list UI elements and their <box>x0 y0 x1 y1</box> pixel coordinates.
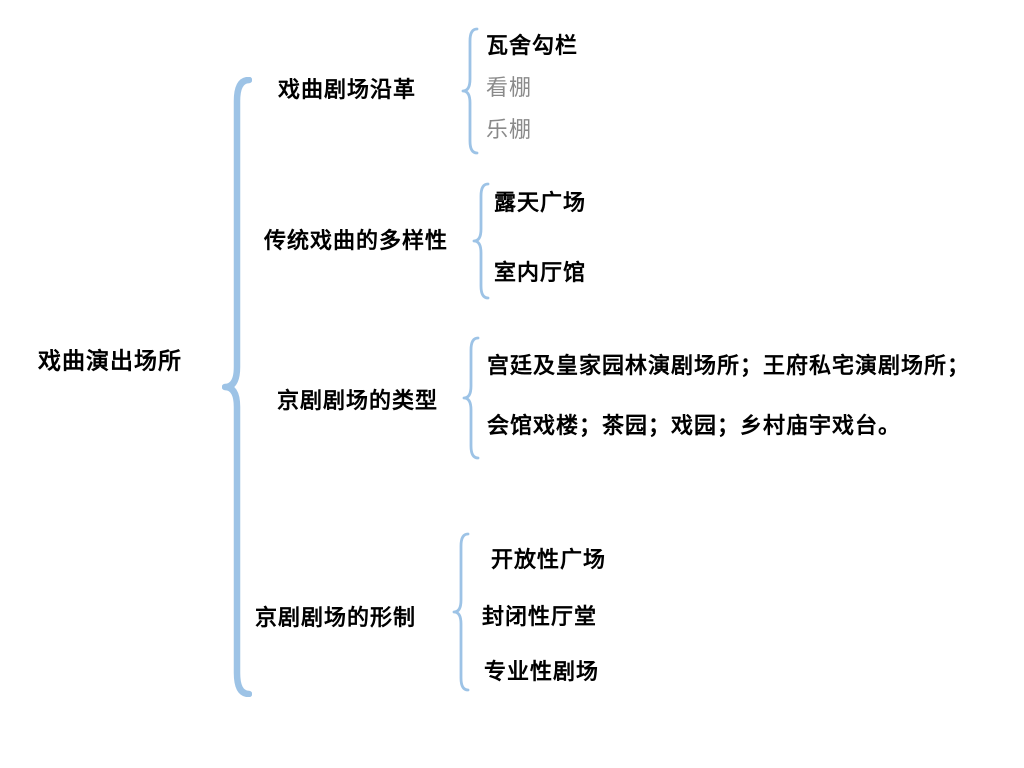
branch-label-theatre-history: 戏曲剧场沿革 <box>278 77 417 102</box>
curly-brace-icon <box>472 182 490 300</box>
leaf-node: 宫廷及皇家园林演剧场所；王府私宅演剧场所； <box>487 353 971 378</box>
leaf-node: 专业性剧场 <box>484 659 600 684</box>
leaf-node: 看棚 <box>486 75 533 100</box>
leaf-node: 封闭性厅堂 <box>482 604 598 629</box>
leaf-node: 会馆戏楼；茶园；戏园；乡村庙宇戏台。 <box>487 413 902 438</box>
leaf-node: 室内厅馆 <box>494 260 587 285</box>
branch-label-traditional-diversity: 传统戏曲的多样性 <box>264 228 449 253</box>
curly-brace-icon <box>452 532 470 692</box>
leaf-node: 乐棚 <box>486 117 533 142</box>
curly-brace-icon <box>462 336 480 460</box>
branch-label-peking-opera-types: 京剧剧场的类型 <box>277 388 439 413</box>
leaf-node: 瓦舍勾栏 <box>486 33 579 58</box>
root-node: 戏曲演出场所 <box>38 348 182 374</box>
leaf-node: 露天广场 <box>494 190 587 215</box>
root-curly-brace-icon <box>222 77 252 697</box>
leaf-node: 开放性广场 <box>491 547 607 572</box>
branch-label-peking-opera-forms: 京剧剧场的形制 <box>255 605 417 630</box>
curly-brace-icon <box>461 27 479 155</box>
